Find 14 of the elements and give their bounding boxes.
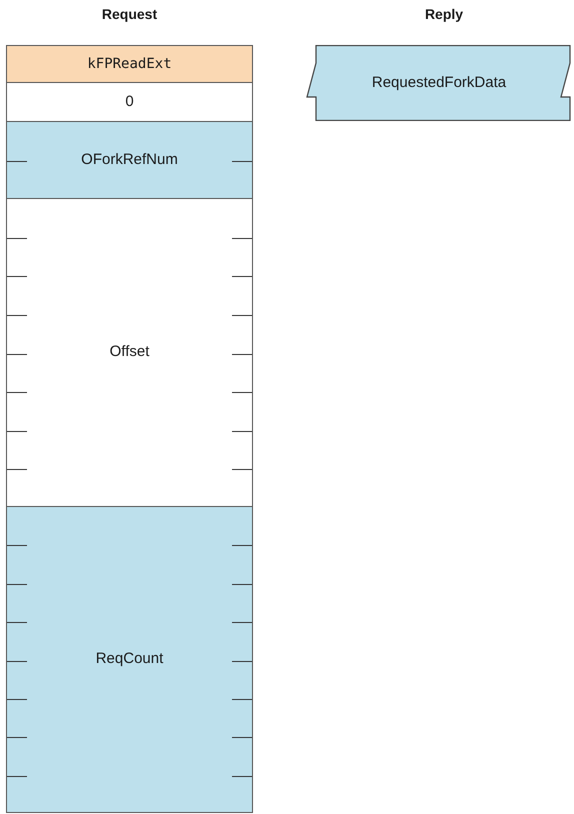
packet-field-box bbox=[6, 121, 253, 199]
packet-field-box bbox=[6, 45, 253, 83]
packet-field-box bbox=[6, 82, 253, 122]
field-label: RequestedForkData bbox=[372, 72, 506, 93]
reply-field-box bbox=[306, 45, 572, 121]
packet-field-box bbox=[6, 198, 253, 507]
field-label: kFPReadExt bbox=[87, 54, 172, 74]
field-label: Offset bbox=[110, 342, 150, 362]
packet-field-box bbox=[6, 506, 253, 813]
field-label: 0 bbox=[125, 92, 134, 112]
field-label: OForkRefNum bbox=[81, 150, 178, 170]
column-heading: Reply bbox=[424, 4, 464, 24]
column-heading: Request bbox=[102, 4, 158, 24]
field-label: ReqCount bbox=[96, 649, 164, 670]
